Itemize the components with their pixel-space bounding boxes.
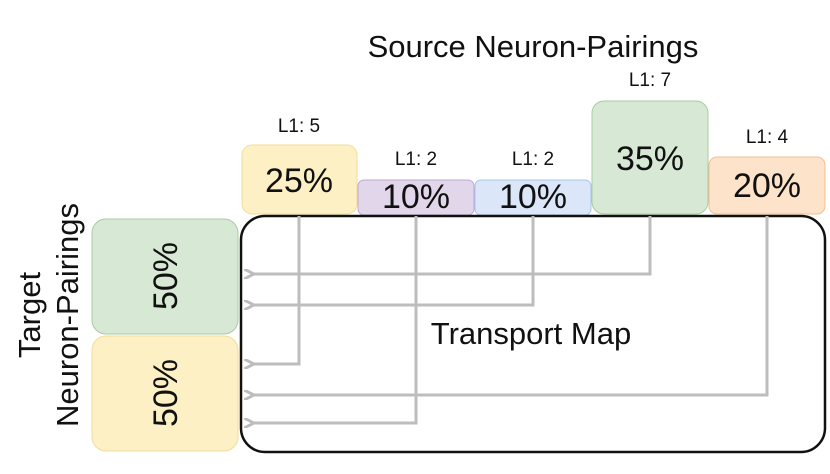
source-pairing-2: L1: 2 10%	[474, 149, 592, 216]
source-pairing-4: L1: 4 20%	[708, 127, 826, 215]
target-title-line2: Neuron-Pairings	[50, 203, 85, 427]
target-percent: 50%	[147, 359, 185, 427]
source-layer-label: L1: 7	[629, 70, 671, 91]
source-layer-label: L1: 4	[746, 127, 789, 148]
source-percent: 25%	[265, 162, 333, 200]
target-title: Target Neuron-Pairings	[12, 203, 85, 427]
target-percent: 50%	[147, 242, 185, 310]
source-pairing-1: L1: 2 10%	[357, 149, 475, 216]
arrow-source4-to-target1	[252, 216, 769, 395]
arrow-source0-to-target1	[252, 216, 301, 364]
arrow-source1-to-target1	[252, 216, 418, 423]
transport-map-label: Transport Map	[431, 316, 631, 351]
source-layer-label: L1: 2	[512, 149, 554, 170]
source-box	[708, 156, 826, 215]
arrow-source3-to-target0	[252, 216, 652, 274]
source-title: Source Neuron-Pairings	[368, 29, 699, 64]
source-pairing-3: L1: 7 35%	[591, 70, 709, 215]
source-percent: 20%	[733, 167, 801, 205]
source-percent: 10%	[499, 178, 567, 216]
source-percent: 35%	[616, 140, 684, 178]
source-pairing-0: L1: 5 25%	[241, 116, 358, 215]
transport-arrows	[252, 216, 769, 423]
target-pairing-0: 50%	[91, 218, 239, 335]
arrow-source2-to-target0	[252, 216, 535, 305]
source-layer-label: L1: 5	[278, 116, 320, 137]
source-layer-label: L1: 2	[395, 149, 437, 170]
source-box	[591, 100, 709, 215]
target-title-line1: Target	[12, 272, 47, 359]
source-percent: 10%	[382, 178, 450, 216]
target-box	[91, 218, 239, 335]
source-box	[241, 144, 358, 215]
target-box	[91, 335, 239, 452]
target-pairing-1: 50%	[91, 335, 239, 452]
